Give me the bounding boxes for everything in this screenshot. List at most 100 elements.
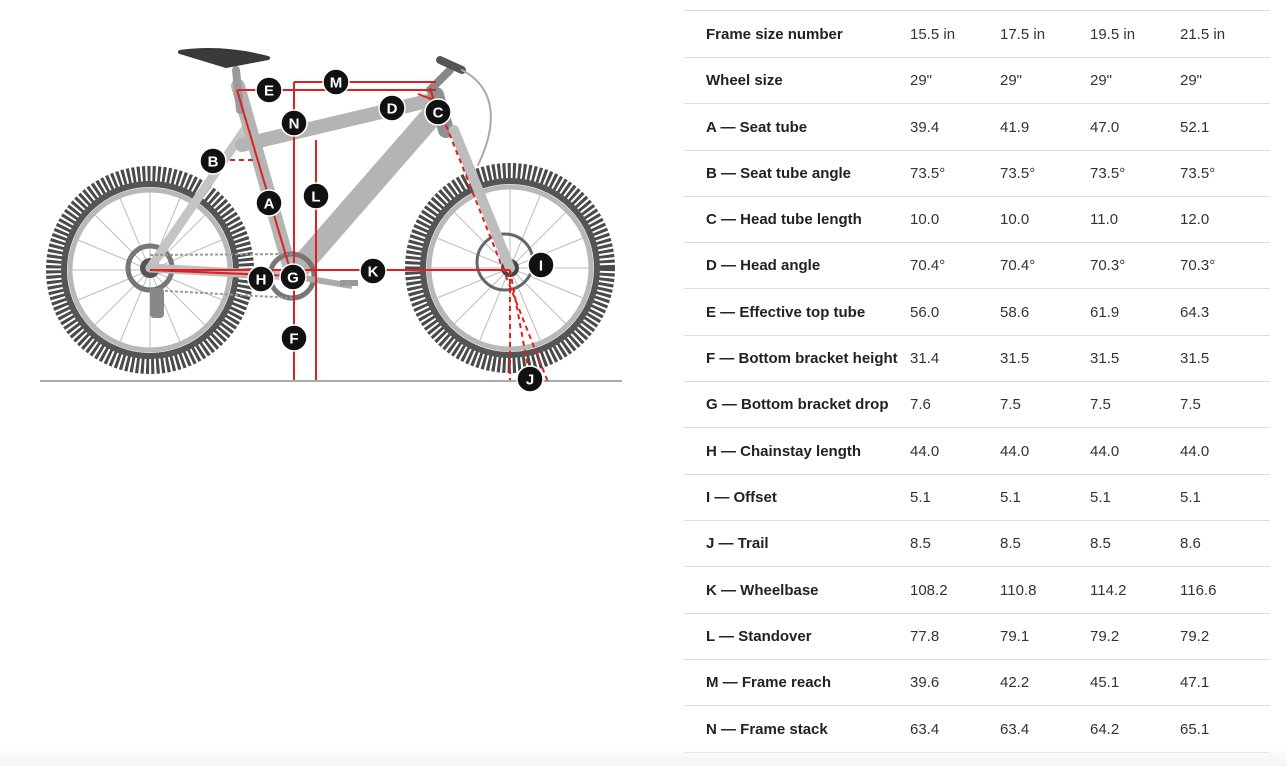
row-label: C — Head tube length [684, 196, 910, 243]
svg-text:J: J [526, 372, 534, 389]
cell-value: 44.0 [1000, 427, 1090, 475]
cell-value: 44.0 [910, 427, 1000, 475]
cell-value: 10.0 [1000, 196, 1090, 243]
cell-value: 8.6 [1180, 520, 1270, 567]
table-row: L — Standover 77.8 79.1 79.2 79.2 [684, 613, 1270, 660]
row-label: H — Chainstay length [684, 427, 910, 475]
cell-value: 73.5° [1180, 150, 1270, 197]
svg-text:N: N [289, 116, 300, 133]
row-label: E — Effective top tube [684, 288, 910, 336]
svg-text:I: I [539, 258, 543, 275]
row-label: G — Bottom bracket drop [684, 381, 910, 428]
cell-value: 15.5 in [910, 10, 1000, 58]
cell-value: 79.2 [1180, 613, 1270, 660]
cell-value: 44.0 [1090, 427, 1180, 475]
cell-value: 21.5 in [1180, 10, 1270, 58]
cell-value: 114.2 [1090, 566, 1180, 614]
cell-value: 116.6 [1180, 566, 1270, 614]
cell-value: 29" [910, 57, 1000, 104]
cell-value: 5.1 [1090, 474, 1180, 521]
row-label: B — Seat tube angle [684, 150, 910, 197]
row-label: M — Frame reach [684, 659, 910, 706]
svg-text:B: B [208, 154, 219, 171]
row-label: F — Bottom bracket height [684, 335, 910, 382]
row-label: L — Standover [684, 613, 910, 660]
svg-text:D: D [387, 101, 398, 118]
cell-value: 19.5 in [1090, 10, 1180, 58]
cell-value: 10.0 [910, 196, 1000, 243]
table-row: Wheel size 29" 29" 29" 29" [684, 57, 1270, 104]
svg-text:H: H [256, 272, 267, 289]
table-row: H — Chainstay length 44.0 44.0 44.0 44.0 [684, 427, 1270, 475]
cell-value: 110.8 [1000, 566, 1090, 614]
row-label: J — Trail [684, 520, 910, 567]
cell-value: 42.2 [1000, 659, 1090, 706]
table-row: Frame size number 15.5 in 17.5 in 19.5 i… [684, 10, 1270, 58]
svg-text:K: K [368, 264, 379, 281]
callout-g: G [279, 263, 307, 291]
cell-value: 70.4° [910, 242, 1000, 289]
cell-value: 44.0 [1180, 427, 1270, 475]
callout-l: L [302, 182, 330, 210]
cell-value: 31.5 [1000, 335, 1090, 382]
cell-value: 70.3° [1180, 242, 1270, 289]
callout-a: A [255, 189, 283, 217]
svg-text:L: L [311, 189, 320, 206]
table-row: J — Trail 8.5 8.5 8.5 8.6 [684, 520, 1270, 567]
cell-value: 79.1 [1000, 613, 1090, 660]
callout-m: M [322, 68, 350, 96]
callout-b: B [199, 147, 227, 175]
callout-i: I [527, 251, 555, 279]
svg-text:A: A [264, 196, 275, 213]
row-label: I — Offset [684, 474, 910, 521]
row-label: D — Head angle [684, 242, 910, 289]
cell-value: 64.3 [1180, 288, 1270, 336]
callout-k: K [359, 257, 387, 285]
cell-value: 73.5° [910, 150, 1000, 197]
cell-value: 7.6 [910, 381, 1000, 428]
callout-f: F [280, 324, 308, 352]
cell-value: 8.5 [910, 520, 1000, 567]
cell-value: 70.4° [1000, 242, 1090, 289]
cell-value: 5.1 [1180, 474, 1270, 521]
cell-value: 31.4 [910, 335, 1000, 382]
bike-geometry-diagram: A B C D E F G H I J K L M N [40, 48, 622, 393]
cell-value: 73.5° [1000, 150, 1090, 197]
cell-value: 12.0 [1180, 196, 1270, 243]
cell-value: 5.1 [1000, 474, 1090, 521]
cell-value: 7.5 [1090, 381, 1180, 428]
cell-value: 29" [1090, 57, 1180, 104]
cell-value: 45.1 [1090, 659, 1180, 706]
row-label: Wheel size [684, 57, 910, 104]
cell-value: 31.5 [1090, 335, 1180, 382]
cell-value: 7.5 [1000, 381, 1090, 428]
table-row: M — Frame reach 39.6 42.2 45.1 47.1 [684, 659, 1270, 706]
cell-value: 56.0 [910, 288, 1000, 336]
svg-text:E: E [264, 83, 274, 100]
cell-value: 61.9 [1090, 288, 1180, 336]
svg-text:C: C [433, 105, 444, 122]
cell-value: 17.5 in [1000, 10, 1090, 58]
cell-value: 5.1 [910, 474, 1000, 521]
table-row: F — Bottom bracket height 31.4 31.5 31.5… [684, 335, 1270, 382]
table-row: K — Wheelbase 108.2 110.8 114.2 116.6 [684, 566, 1270, 614]
table-row: B — Seat tube angle 73.5° 73.5° 73.5° 73… [684, 150, 1270, 197]
cell-value: 29" [1180, 57, 1270, 104]
cell-value: 29" [1000, 57, 1090, 104]
cell-value: 31.5 [1180, 335, 1270, 382]
cell-value: 39.6 [910, 659, 1000, 706]
cell-value: 47.1 [1180, 659, 1270, 706]
cell-value: 7.5 [1180, 381, 1270, 428]
geometry-table: Frame size number 15.5 in 17.5 in 19.5 i… [684, 10, 1270, 753]
callout-j: J [516, 365, 544, 393]
cell-value: 58.6 [1000, 288, 1090, 336]
callout-c: C [424, 98, 452, 126]
cell-value: 41.9 [1000, 103, 1090, 151]
page-bottom-fade [0, 744, 1286, 766]
cell-value: 47.0 [1090, 103, 1180, 151]
cell-value: 77.8 [910, 613, 1000, 660]
table-row: E — Effective top tube 56.0 58.6 61.9 64… [684, 288, 1270, 336]
svg-text:G: G [287, 270, 299, 287]
cell-value: 52.1 [1180, 103, 1270, 151]
table-row: G — Bottom bracket drop 7.6 7.5 7.5 7.5 [684, 381, 1270, 428]
